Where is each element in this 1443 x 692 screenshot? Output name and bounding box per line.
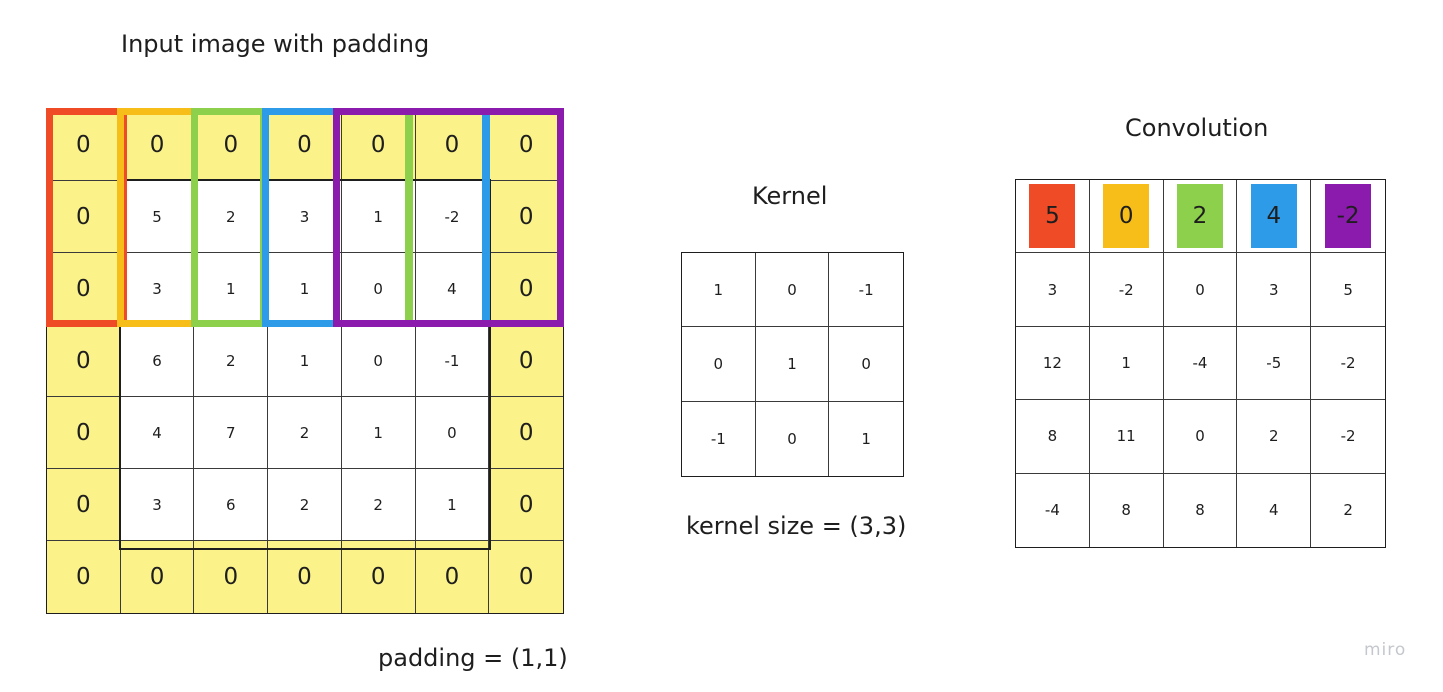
- padding-label: padding = (1,1): [378, 644, 568, 672]
- input-cell: 3: [120, 253, 195, 325]
- convolution-cell: 12: [1016, 326, 1090, 401]
- padding-cell: 0: [489, 109, 563, 181]
- convolution-header-cell: 0: [1089, 180, 1164, 254]
- convolution-header-cell: 4: [1237, 180, 1312, 254]
- convolution-cell: -5: [1237, 326, 1312, 401]
- miro-watermark: miro: [1364, 640, 1407, 660]
- kernel-cell: -1: [682, 401, 756, 476]
- convolution-result-chip: 0: [1103, 184, 1150, 249]
- padding-cell: 0: [47, 541, 121, 613]
- kernel-cell: 0: [756, 401, 830, 476]
- convolution-header-cell: 5: [1016, 180, 1090, 254]
- input-cell: 1: [341, 397, 416, 469]
- convolution-cell: 0: [1163, 253, 1238, 327]
- convolution-cell: 11: [1089, 400, 1164, 474]
- kernel-size-label: kernel size = (3,3): [686, 512, 907, 540]
- convolution-cell: -2: [1311, 327, 1385, 401]
- padding-cell: 0: [120, 109, 195, 181]
- input-cell: 2: [268, 469, 342, 541]
- input-cell: 3: [268, 181, 342, 253]
- padding-cell: 0: [341, 541, 416, 613]
- padding-cell: 0: [120, 541, 195, 613]
- input-cell: 7: [194, 397, 269, 469]
- kernel-cell: 0: [682, 327, 756, 402]
- convolution-cell: 2: [1237, 400, 1312, 474]
- input-cell: -1: [415, 325, 490, 397]
- kernel-cell: 0: [829, 327, 903, 402]
- padding-cell: 0: [47, 253, 121, 325]
- input-title: Input image with padding: [121, 30, 430, 58]
- input-cell: 6: [194, 469, 269, 541]
- convolution-cell: -4: [1016, 473, 1090, 547]
- convolution-header-cell: -2: [1311, 180, 1385, 254]
- kernel-cell: 0: [755, 253, 830, 328]
- padding-cell: 0: [194, 109, 269, 181]
- input-cell: 2: [194, 181, 269, 253]
- input-cell: 1: [268, 325, 342, 397]
- kernel-cell: 1: [682, 253, 756, 328]
- padding-cell: 0: [489, 469, 563, 541]
- convolution-cell: 3: [1237, 253, 1312, 327]
- padding-cell: 0: [489, 325, 563, 397]
- input-cell: 4: [415, 253, 490, 325]
- input-cell: 4: [120, 397, 195, 469]
- input-cell: 1: [415, 469, 490, 541]
- convolution-result-chip: 2: [1176, 184, 1223, 249]
- input-cell: 1: [341, 181, 416, 253]
- kernel-cell: 1: [755, 327, 830, 402]
- input-cell: 2: [341, 469, 416, 541]
- padding-cell: 0: [489, 253, 563, 325]
- convolution-result-chip: 5: [1029, 184, 1076, 249]
- convolution-cell: 1: [1089, 326, 1164, 401]
- convolution-cell: 5: [1311, 253, 1385, 327]
- convolution-cell: 4: [1237, 473, 1312, 547]
- convolution-cell: -2: [1089, 253, 1164, 327]
- convolution-cell: 3: [1016, 253, 1090, 327]
- padding-cell: 0: [47, 469, 121, 541]
- convolution-cell: -4: [1163, 326, 1238, 401]
- convolution-cell: 2: [1343, 501, 1353, 520]
- input-cell: 1: [194, 253, 269, 325]
- input-cell: 2: [194, 325, 269, 397]
- convolution-cell: 8: [1016, 400, 1090, 474]
- input-cell: -2: [415, 181, 490, 253]
- padding-cell: 0: [341, 109, 416, 181]
- convolution-result-chip: -2: [1325, 184, 1372, 249]
- convolution-header-cell: 2: [1163, 180, 1238, 254]
- input-cell: 3: [120, 469, 195, 541]
- input-cell: 0: [341, 325, 416, 397]
- kernel-cell: 1: [861, 429, 871, 448]
- convolution-result-chip: 4: [1250, 184, 1297, 249]
- padding-cell: 0: [47, 397, 121, 469]
- padding-cell: 0: [415, 541, 490, 613]
- padding-cell: 0: [489, 541, 563, 613]
- input-cell: 1: [268, 253, 342, 325]
- padding-cell: 0: [47, 325, 121, 397]
- kernel-title: Kernel: [752, 182, 828, 210]
- input-cell: 5: [120, 181, 195, 253]
- input-cell: 6: [120, 325, 195, 397]
- padding-cell: 0: [489, 397, 563, 469]
- convolution-cell: 0: [1163, 400, 1238, 474]
- padding-cell: 0: [194, 541, 269, 613]
- padding-cell: 0: [47, 109, 121, 181]
- padding-cell: 0: [47, 181, 121, 253]
- input-cell: 2: [268, 397, 342, 469]
- padding-cell: 0: [415, 109, 490, 181]
- convolution-title: Convolution: [1125, 114, 1269, 142]
- input-cell: 0: [415, 397, 490, 469]
- convolution-cell: 8: [1164, 473, 1238, 547]
- input-cell: 0: [341, 253, 416, 325]
- padding-cell: 0: [268, 109, 342, 181]
- padding-cell: 0: [268, 541, 342, 613]
- convolution-cell: 8: [1090, 473, 1164, 547]
- convolution-cell: -2: [1311, 400, 1385, 474]
- padding-cell: 0: [489, 181, 563, 253]
- kernel-cell: -1: [829, 253, 903, 328]
